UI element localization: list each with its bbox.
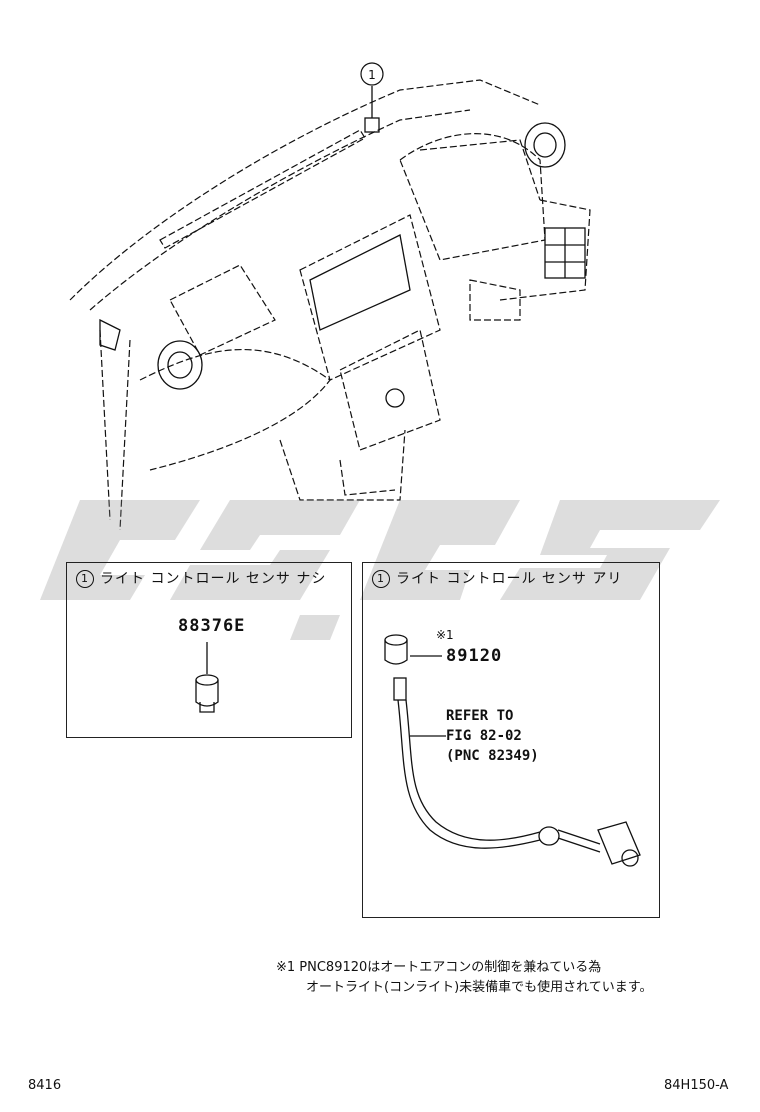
left-box-header-text: ライト コントロール センサ ナシ <box>100 571 327 587</box>
left-box-header: 1 ライト コントロール センサ ナシ <box>76 568 326 588</box>
callout-circle-top: 1 <box>360 62 384 86</box>
dashboard-illustration: 1 <box>69 62 591 531</box>
right-box-header-text: ライト コントロール センサ アリ <box>396 571 623 587</box>
part-number-89120: 89120 <box>446 646 503 666</box>
watermark-logo <box>40 500 720 640</box>
right-box-header: 1 ライト コントロール センサ アリ <box>372 568 622 588</box>
note-mark: ※1 <box>436 628 454 642</box>
figure-code: 84H150-A <box>664 1078 729 1093</box>
right-option-box <box>362 562 660 918</box>
refer-line-2: FIG 82-02 <box>446 728 522 744</box>
refer-line-3: (PNC 82349) <box>446 748 539 764</box>
refer-line-1: REFER TO <box>446 708 514 724</box>
part-number-88376e: 88376E <box>178 616 246 636</box>
page-code: 8416 <box>28 1078 62 1093</box>
footnote-line-1: ※1 PNC89120はオートエアコンの制御を兼ねている為 <box>276 960 602 975</box>
callout-number: 1 <box>76 570 94 588</box>
refer-to-label: REFER TO FIG 82-02 (PNC 82349) <box>446 706 539 766</box>
footnote-line-2: オートライト(コンライト)未装備車でも使用されています。 <box>306 980 653 995</box>
left-option-box <box>66 562 352 738</box>
callout-number-right: 1 <box>372 570 390 588</box>
svg-text:1: 1 <box>368 68 376 82</box>
